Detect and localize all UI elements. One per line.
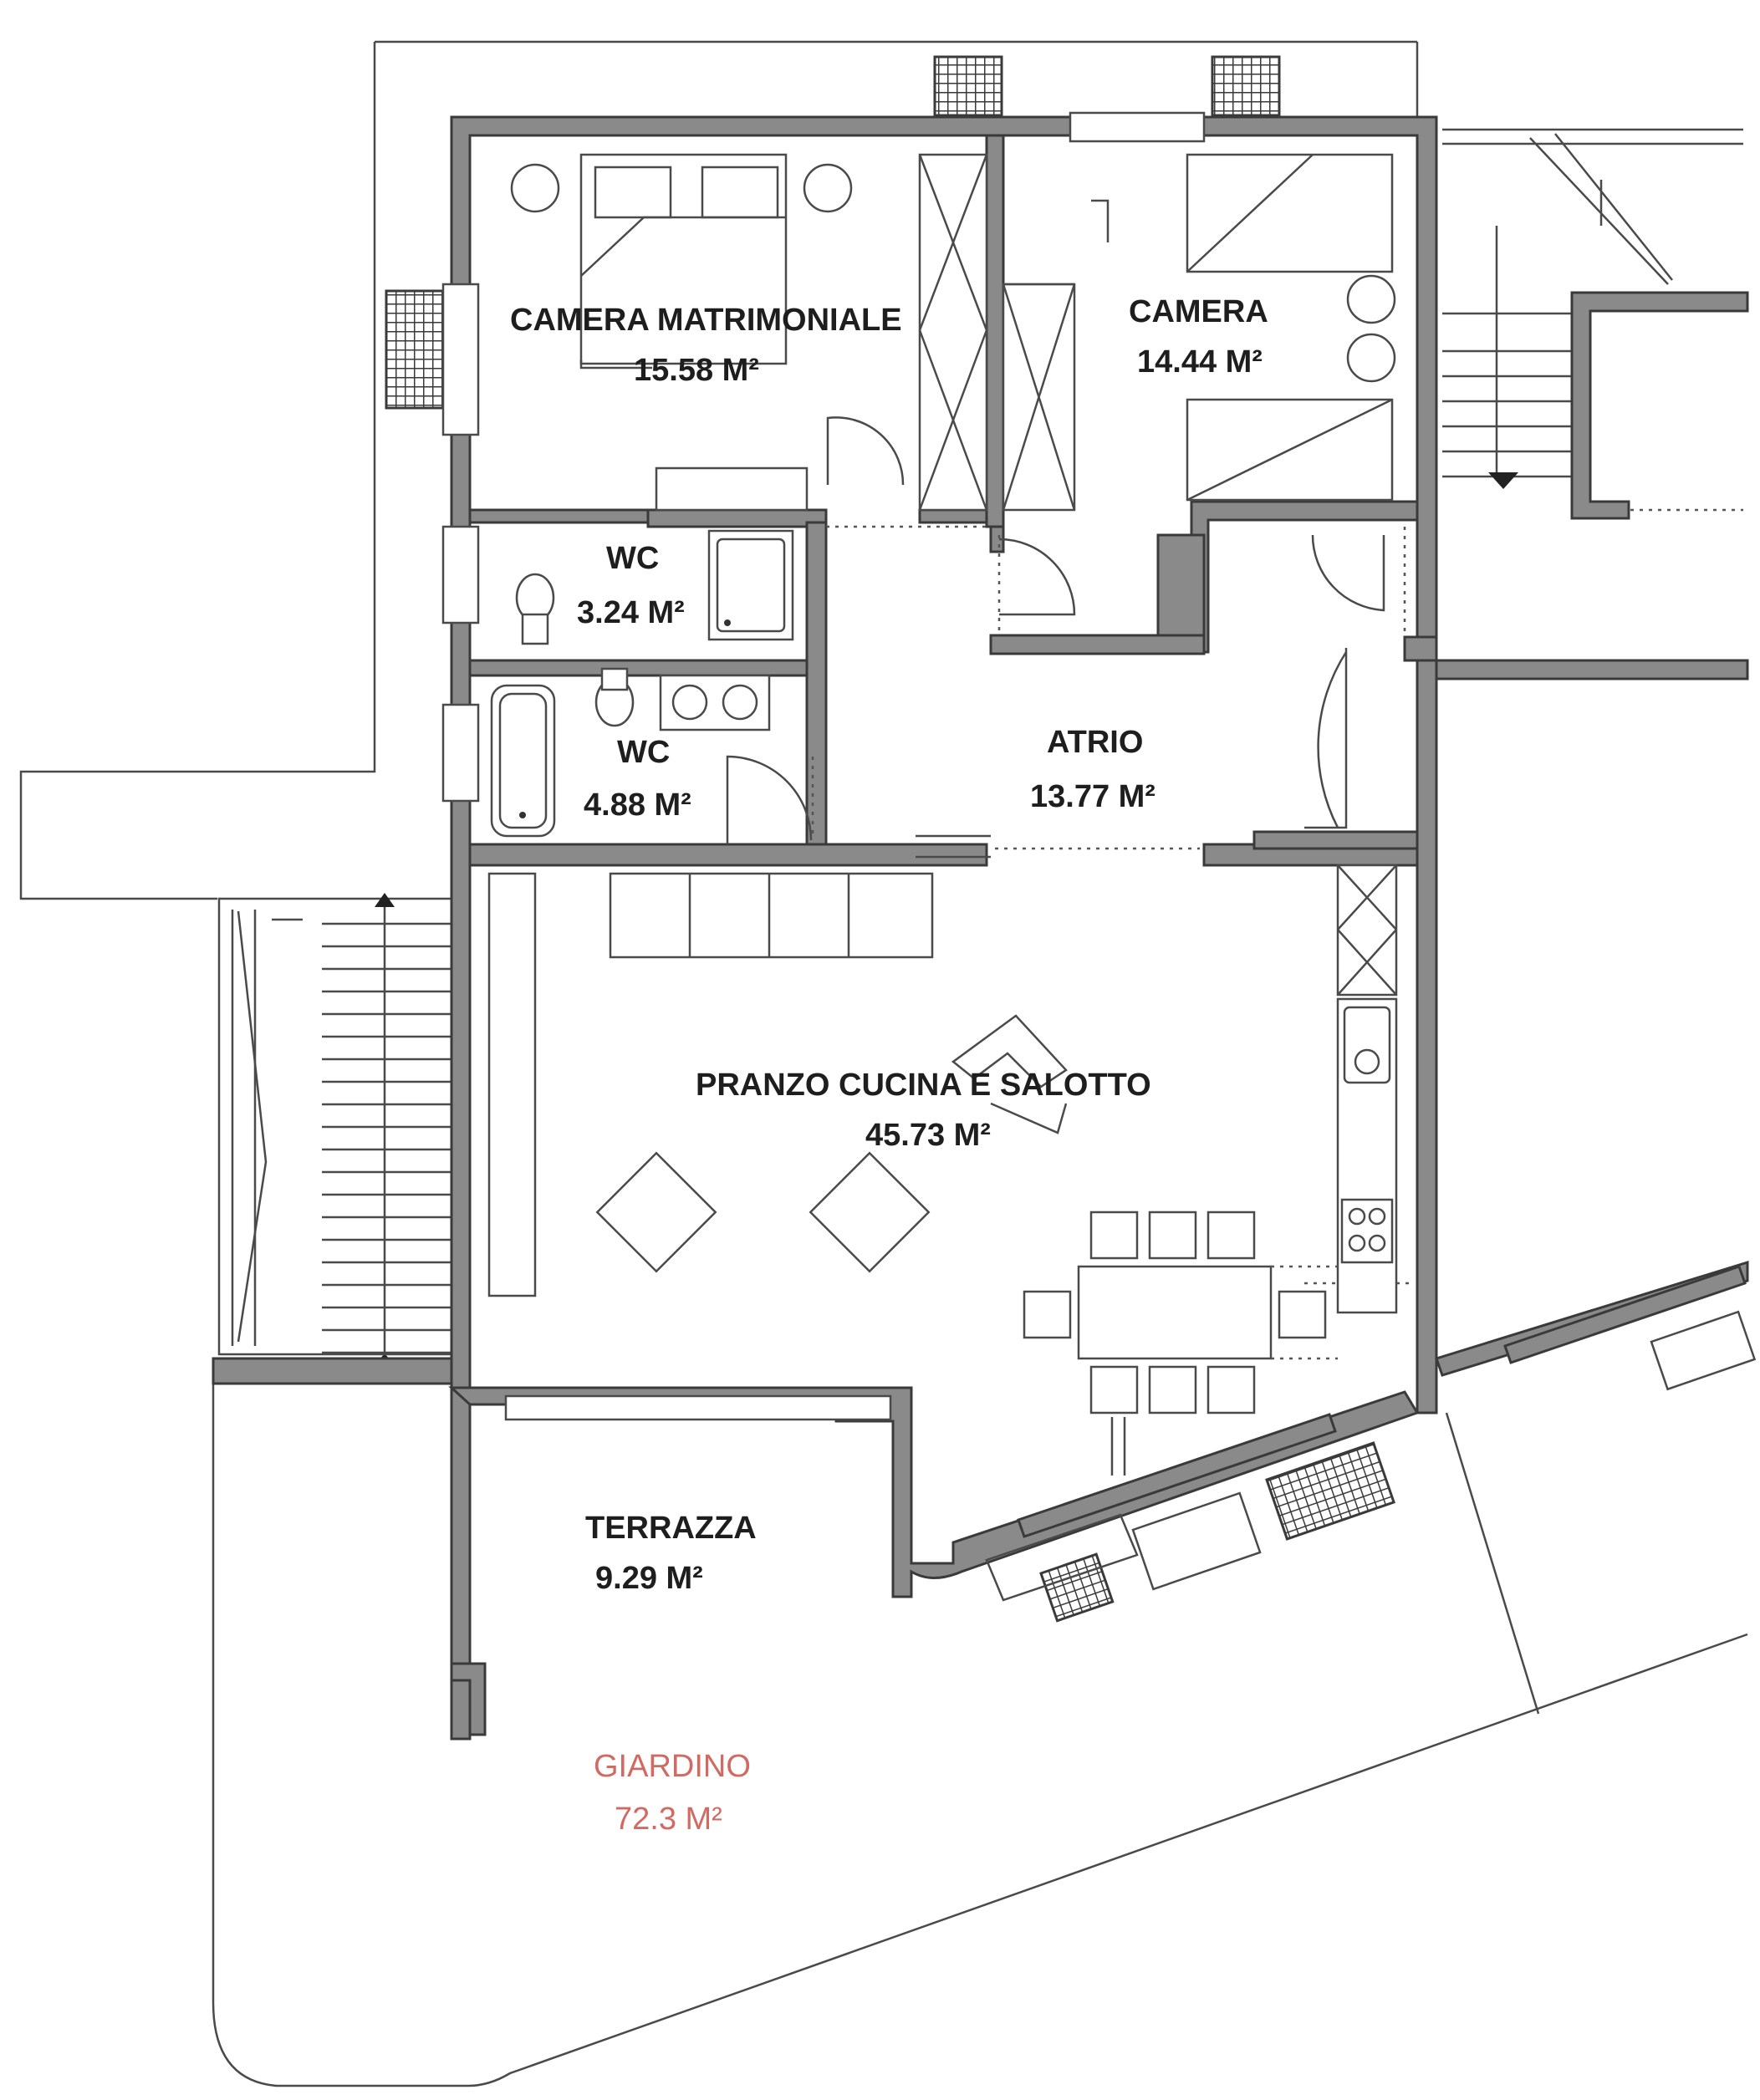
- right-staircase: [1442, 128, 1749, 520]
- room-area-terrazza: 9.29 M²: [595, 1561, 703, 1596]
- room-name-camera-matrimoniale: CAMERA MATRIMONIALE: [510, 303, 902, 338]
- room-labels: CAMERA MATRIMONIALE 15.58 M² CAMERA 14.4…: [510, 294, 1268, 1837]
- room-area-wc-2: 4.88 M²: [584, 788, 691, 823]
- room-name-atrio: ATRIO: [1047, 725, 1143, 760]
- furniture-kitchen: [1336, 864, 1398, 1314]
- room-name-wc-1: WC: [606, 541, 659, 576]
- room-name-camera: CAMERA: [1129, 294, 1268, 329]
- stair-arrow-icon: [375, 893, 395, 907]
- furniture-camera: [1091, 153, 1396, 502]
- site-outline: [19, 40, 1748, 2087]
- room-area-giardino: 72.3 M²: [615, 1802, 722, 1837]
- room-area-camera: 14.44 M²: [1137, 344, 1263, 380]
- doors: [726, 416, 1409, 1285]
- room-area-camera-matrimoniale: 15.58 M²: [634, 353, 759, 388]
- windows: [385, 55, 1757, 1623]
- room-name-wc-2: WC: [617, 735, 670, 770]
- left-staircase: [217, 893, 457, 1362]
- furniture-camera-matrimoniale: [510, 153, 853, 512]
- dining-table: [1023, 1211, 1338, 1476]
- room-name-pranzo: PRANZO CUCINA E SALOTTO: [696, 1068, 1151, 1103]
- interior-walls: [468, 134, 1438, 867]
- furniture-wc-1: [515, 529, 794, 645]
- wardrobe-left: [918, 153, 988, 512]
- room-name-giardino: GIARDINO: [594, 1749, 751, 1784]
- room-area-pranzo: 45.73 M²: [865, 1118, 991, 1153]
- room-name-terrazza: TERRAZZA: [585, 1511, 757, 1546]
- room-area-wc-1: 3.24 M²: [577, 595, 685, 630]
- furniture-wc-2: [490, 667, 771, 838]
- room-area-atrio: 13.77 M²: [1030, 779, 1155, 814]
- furniture-living: [487, 872, 1068, 1297]
- wardrobe-right: [1002, 283, 1076, 512]
- stair-arrow-icon: [1488, 472, 1518, 489]
